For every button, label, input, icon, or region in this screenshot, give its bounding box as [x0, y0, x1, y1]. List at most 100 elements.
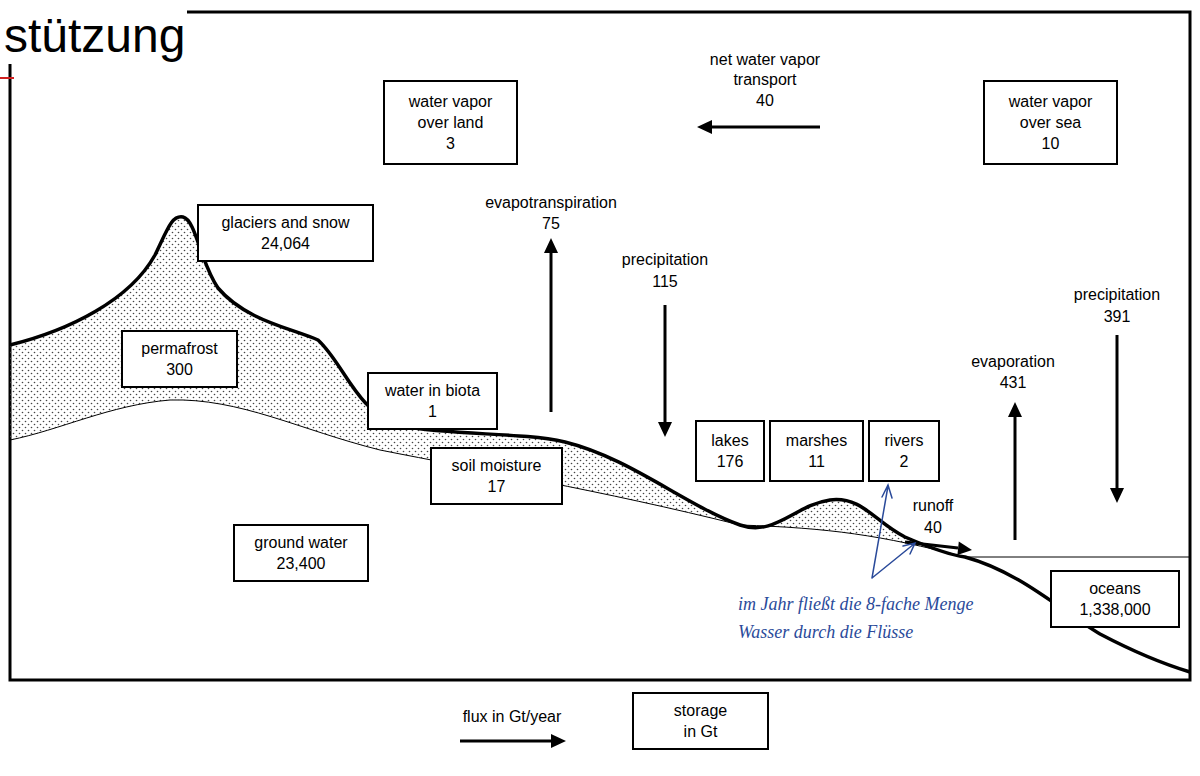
storage-value: 3 — [446, 135, 455, 152]
storage-value: 1,338,000 — [1079, 601, 1150, 618]
legend-text-block: storage in Gt — [668, 700, 734, 742]
storage-value: 2 — [900, 453, 909, 470]
text-line: lakes — [711, 430, 748, 451]
storage-name: marshes — [786, 432, 847, 449]
storage-box: water vapor over sea 10 — [983, 80, 1118, 165]
storage-name: glaciers and snow — [221, 214, 349, 231]
arrow-head — [551, 734, 566, 748]
text-line: ground water — [254, 532, 347, 553]
text-line: 24,064 — [261, 233, 310, 254]
flux-label: 40 — [913, 518, 953, 538]
flux-arrow — [1116, 335, 1119, 489]
storage-value: 176 — [717, 453, 744, 470]
flux-label: 115 — [635, 272, 695, 292]
storage-name: soil moisture — [452, 457, 542, 474]
slide-title-fragment: stützung — [2, 8, 187, 64]
text-line: 1,338,000 — [1079, 599, 1150, 620]
label-text: 431 — [1000, 374, 1027, 391]
frame — [10, 12, 1190, 680]
flux-label: runoff — [893, 496, 973, 516]
storage-box: marshes 11 — [769, 420, 864, 482]
flux-label: 75 — [521, 214, 581, 234]
flux-label: precipitation — [595, 250, 735, 270]
legend-box-sample: storage in Gt — [632, 692, 769, 750]
storage-name: oceans — [1089, 580, 1141, 597]
storage-box: water in biota 1 — [367, 372, 498, 430]
storage-name: water vapor over land — [409, 93, 493, 131]
flux-label: evapotranspiration — [461, 193, 641, 213]
label-text: precipitation — [1074, 286, 1160, 303]
text-line: 2 — [900, 451, 909, 472]
text-line: 10 — [1042, 133, 1060, 154]
flux-label: 431 — [983, 373, 1043, 393]
text-line: water in biota — [385, 380, 480, 401]
storage-name: rivers — [884, 432, 923, 449]
flux-label: 40 — [735, 91, 795, 111]
terrain-line — [10, 217, 1190, 672]
text-line: 17 — [488, 476, 506, 497]
text-line: water vapor over sea — [993, 91, 1108, 133]
storage-value: 11 — [808, 453, 825, 470]
label-text: runoff — [913, 497, 954, 514]
storage-name: permafrost — [141, 340, 217, 357]
label-text: 40 — [924, 519, 942, 536]
label-text: net water vapor transport — [710, 51, 820, 88]
label-text: stützung — [4, 9, 185, 62]
storage-value: 300 — [166, 361, 193, 378]
storage-box: oceans 1,338,000 — [1050, 570, 1180, 628]
storage-value: 10 — [1042, 135, 1060, 152]
text-line: glaciers and snow — [221, 212, 349, 233]
arrow-head — [697, 120, 712, 134]
storage-box: lakes 176 — [695, 420, 765, 482]
label-text: 40 — [756, 92, 774, 109]
text-line: permafrost — [141, 338, 217, 359]
storage-box: rivers 2 — [868, 420, 940, 482]
arrow-head — [1110, 488, 1124, 503]
flux-label: 391 — [1087, 307, 1147, 327]
text-line: water vapor over land — [393, 91, 508, 133]
arrow-head — [1008, 402, 1022, 417]
handwritten-pointer — [872, 485, 915, 578]
text-line: soil moisture — [452, 455, 542, 476]
label-text: evapotranspiration — [485, 194, 617, 211]
storage-value: 24,064 — [261, 235, 310, 252]
note-text: im Jahr fließt die 8-fache Menge Wasser … — [738, 594, 973, 642]
legend-text: flux in Gt/year — [463, 708, 562, 725]
storage-name: lakes — [711, 432, 748, 449]
storage-box: soil moisture 17 — [430, 447, 563, 505]
text-line: rivers — [884, 430, 923, 451]
soil-stipple — [10, 217, 740, 525]
label-text: 391 — [1104, 308, 1131, 325]
text-line: 176 — [717, 451, 744, 472]
text-line: 1 — [428, 401, 437, 422]
storage-value: 17 — [488, 478, 506, 495]
arrow-head — [658, 422, 672, 437]
label-text: evaporation — [971, 353, 1055, 370]
storage-name: water vapor over sea — [1009, 93, 1093, 131]
red-mark — [0, 77, 14, 79]
storage-box: water vapor over land 3 — [383, 80, 518, 165]
text-line: 300 — [166, 359, 193, 380]
label-text: 115 — [652, 273, 678, 290]
flux-arrow — [664, 305, 667, 423]
legend-text: storage in Gt — [674, 702, 727, 740]
storage-box: glaciers and snow 24,064 — [197, 204, 374, 262]
storage-name: ground water — [254, 534, 347, 551]
label-text: 75 — [542, 215, 560, 232]
legend-arrow-sample — [460, 740, 552, 743]
text-line: 3 — [446, 133, 455, 154]
flux-label: evaporation — [948, 352, 1078, 372]
storage-box: ground water23,400 — [233, 524, 369, 582]
storage-name: water in biota — [385, 382, 480, 399]
handwritten-note: im Jahr fließt die 8-fache Menge Wasser … — [738, 590, 978, 646]
sea-surface — [965, 557, 1190, 558]
storage-box: permafrost 300 — [121, 330, 238, 388]
flux-label: net water vapor transport — [690, 50, 840, 90]
legend-entry: flux in Gt/year — [422, 707, 602, 727]
flux-arrow — [1014, 416, 1017, 540]
flux-label: precipitation — [1047, 285, 1187, 305]
flux-arrow — [710, 126, 820, 129]
arrow-head — [957, 542, 972, 555]
text-line: marshes — [786, 430, 847, 451]
